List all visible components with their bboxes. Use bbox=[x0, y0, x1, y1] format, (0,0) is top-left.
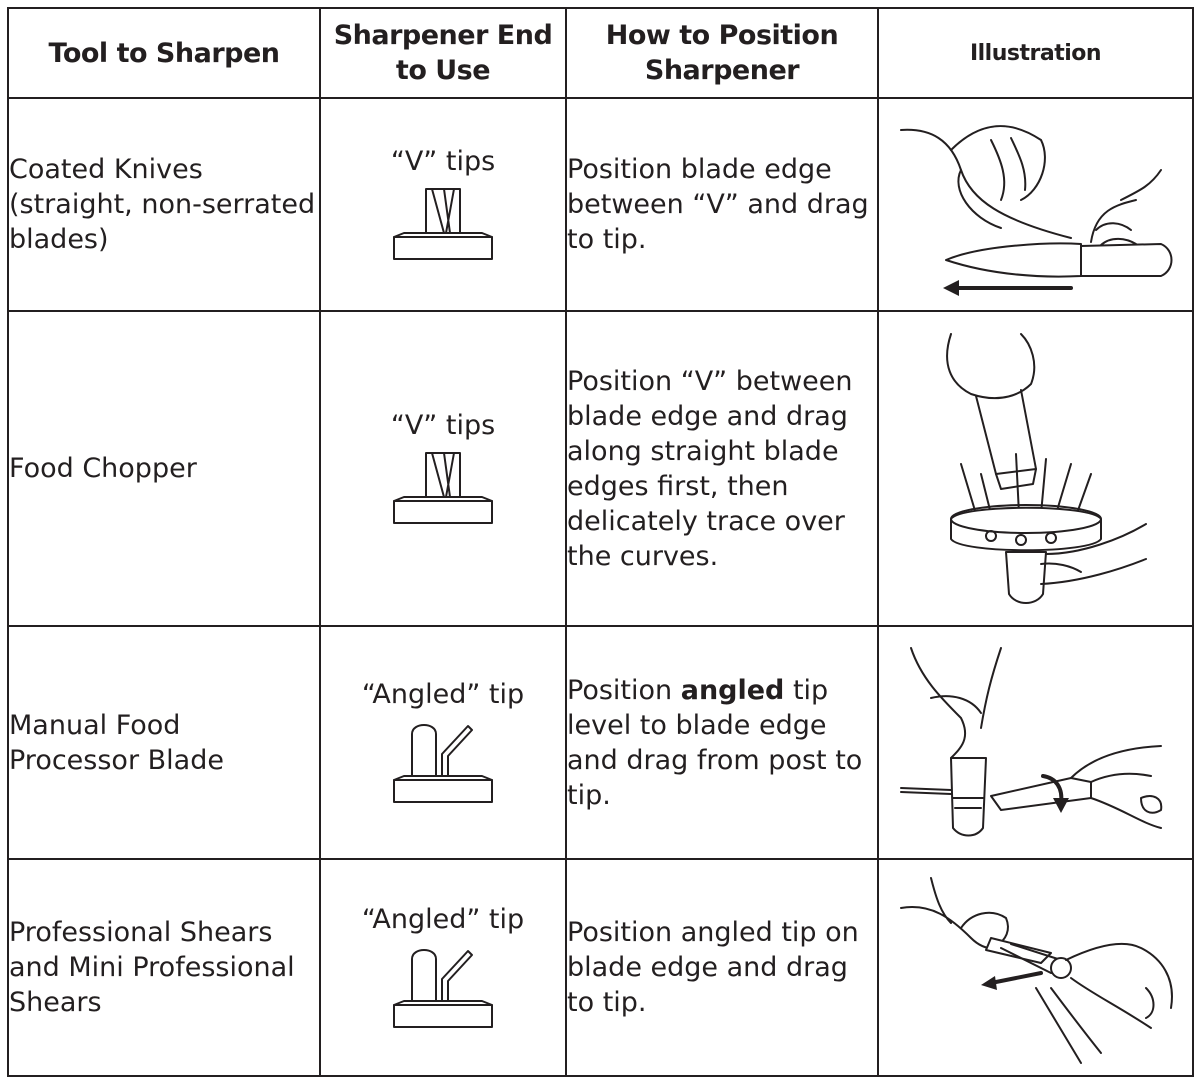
position-instructions-emphasis: angled bbox=[680, 674, 785, 706]
table-row: Manual Food Processor Blade “Angled” tip… bbox=[7, 625, 1194, 860]
header-position: How to Position Sharpener bbox=[565, 7, 879, 99]
sharpening-guide-table: Tool to Sharpen Sharpener End to Use How… bbox=[7, 7, 1194, 1077]
tool-cell: Food Chopper bbox=[7, 310, 321, 627]
angled-tip-sharpener-icon bbox=[393, 949, 493, 1028]
processor-blade-sharpening-illustration bbox=[899, 646, 1162, 836]
shears-sharpening-illustration bbox=[899, 876, 1173, 1064]
position-instructions-cell: Position “V” between blade edge and drag… bbox=[565, 310, 879, 627]
sharpener-end-label: “Angled” tip bbox=[361, 679, 525, 710]
sharpener-end-cell: “Angled” tip bbox=[319, 858, 567, 1077]
tool-cell: Coated Knives (straight, non-serrated bl… bbox=[7, 97, 321, 312]
tool-cell: Professional Shears and Mini Professiona… bbox=[7, 858, 321, 1077]
tool-cell: Manual Food Processor Blade bbox=[7, 625, 321, 860]
position-instructions-prefix: Position bbox=[567, 674, 681, 706]
illustration-cell bbox=[877, 97, 1194, 312]
knife-sharpening-illustration bbox=[899, 124, 1172, 296]
v-tips-sharpener-icon bbox=[393, 188, 493, 260]
position-instructions-cell: Position blade edge between “V” and drag… bbox=[565, 97, 879, 312]
header-illustration: Illustration bbox=[877, 7, 1194, 99]
illustration-cell bbox=[877, 858, 1194, 1077]
header-tool: Tool to Sharpen bbox=[7, 7, 321, 99]
table-row: Coated Knives (straight, non-serrated bl… bbox=[7, 97, 1194, 312]
sharpener-end-cell: “V” tips bbox=[319, 97, 567, 312]
illustration-cell bbox=[877, 310, 1194, 627]
position-instructions-cell: Position angled tip level to blade edge … bbox=[565, 625, 879, 860]
table-row: Food Chopper “V” tips Position “V” betwe… bbox=[7, 310, 1194, 627]
illustration-cell bbox=[877, 625, 1194, 860]
header-sharpener-end: Sharpener End to Use bbox=[319, 7, 567, 99]
position-instructions-suffix: tip level to blade edge and drag from po… bbox=[567, 674, 863, 811]
header-row: Tool to Sharpen Sharpener End to Use How… bbox=[7, 7, 1194, 99]
position-instructions-cell: Position angled tip on blade edge and dr… bbox=[565, 858, 879, 1077]
food-chopper-sharpening-illustration bbox=[945, 332, 1147, 604]
sharpener-end-label: “V” tips bbox=[390, 410, 496, 441]
angled-tip-sharpener-icon bbox=[393, 724, 493, 803]
sharpener-end-cell: “V” tips bbox=[319, 310, 567, 627]
table-row: Professional Shears and Mini Professiona… bbox=[7, 858, 1194, 1077]
sharpener-end-label: “V” tips bbox=[390, 146, 496, 177]
sharpener-end-cell: “Angled” tip bbox=[319, 625, 567, 860]
v-tips-sharpener-icon bbox=[393, 452, 493, 524]
sharpener-end-label: “Angled” tip bbox=[361, 904, 525, 935]
